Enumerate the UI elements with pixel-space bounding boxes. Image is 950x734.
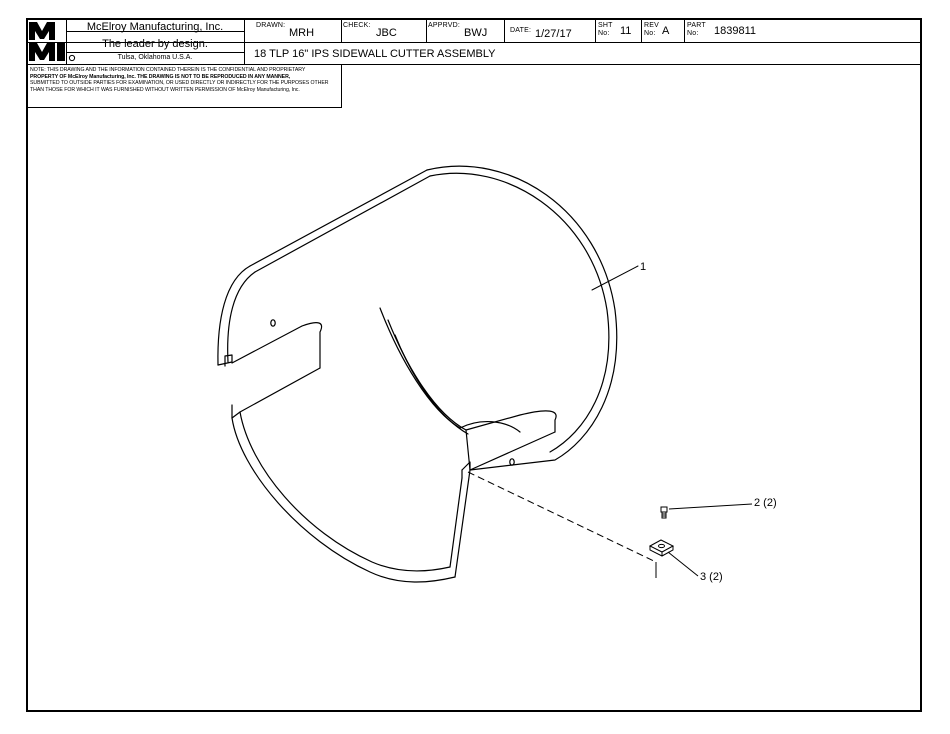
company-tagline: The leader by design. (102, 38, 208, 50)
assembly-path-dashed (467, 471, 657, 563)
drawn-value: MRH (289, 27, 315, 39)
notice-box-bottom (26, 107, 342, 108)
part-label: PART (687, 22, 706, 29)
part-no-label: No: (687, 30, 699, 37)
cylinder-shell (217, 165, 618, 583)
callout-item-2: 2 (2) (754, 497, 777, 509)
part-value: 1839811 (714, 25, 757, 37)
apprvd-label: APPRVD: (428, 22, 461, 29)
notice-line: PROPERTY OF McElroy Manufacturing, Inc. … (30, 73, 291, 80)
date-sht-divider (595, 18, 596, 42)
callout-item-1: 1 (640, 261, 647, 273)
drawing-sheet-border (26, 18, 922, 712)
sht-rev-divider (641, 18, 642, 42)
screw-item-2 (660, 503, 753, 519)
company-divider-2 (66, 52, 244, 53)
company-name: McElroy Manufacturing, Inc. (86, 21, 224, 33)
rev-part-divider (684, 18, 685, 42)
check-label: CHECK: (343, 22, 371, 29)
check-value: JBC (376, 27, 397, 39)
drawing-title: 18 TLP 16" IPS SIDEWALL CUTTER ASSEMBLY (254, 48, 496, 60)
rev-no-label: No: (644, 30, 656, 37)
company-right-divider (244, 18, 245, 64)
registered-circle-icon (68, 54, 76, 62)
notice-box-right (341, 64, 342, 107)
apprvd-date-divider (504, 18, 505, 42)
sht-value: 11 (620, 25, 632, 37)
title-block-divider-2 (26, 64, 922, 65)
apprvd-value: BWJ (464, 27, 488, 39)
company-divider-1 (66, 31, 244, 32)
sht-label: SHT (598, 22, 613, 29)
date-value: 1/27/17 (535, 28, 572, 40)
callout-item-3: 3 (2) (700, 571, 723, 583)
rev-value: A (662, 25, 670, 37)
notice-line: THAN THOSE FOR WHICH IT WAS FURNISHED WI… (30, 86, 300, 93)
inner-wall (379, 307, 557, 479)
drawn-check-divider (341, 18, 342, 42)
leader-line-item-1 (591, 265, 639, 291)
notice-line: SUBMITTED TO OUTSIDE PARTIES FOR EXAMINA… (30, 80, 329, 87)
check-apprvd-divider (426, 18, 427, 42)
mmi-logo (29, 22, 65, 61)
sht-no-label: No: (598, 30, 610, 37)
company-location: Tulsa, Oklahoma U.S.A. (117, 54, 193, 61)
notice-line: NOTE: THIS DRAWING AND THE INFORMATION C… (30, 67, 306, 73)
rev-label: REV (644, 22, 659, 29)
title-block-divider-1 (26, 42, 922, 43)
confidentiality-notice: NOTE: THIS DRAWING AND THE INFORMATION C… (30, 67, 340, 93)
nut-item-3 (648, 539, 699, 577)
date-label: DATE: (510, 27, 532, 34)
drawn-label: DRAWN: (256, 22, 286, 29)
logo-divider (66, 18, 67, 64)
